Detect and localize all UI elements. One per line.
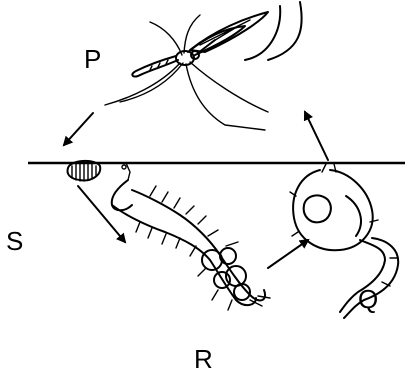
label-adult: P xyxy=(84,44,101,74)
label-eggs: S xyxy=(6,226,23,256)
label-pupa: Q xyxy=(358,284,378,314)
arrow-adult-to-eggs xyxy=(64,113,93,145)
arrow-eggs-to-larva xyxy=(78,186,125,242)
label-larva: R xyxy=(194,344,213,374)
arrow-larva-to-pupa xyxy=(268,240,308,268)
adult-mosquito-drawing xyxy=(105,2,302,130)
arrow-pupa-to-adult xyxy=(305,112,328,160)
larva-drawing xyxy=(112,163,270,310)
